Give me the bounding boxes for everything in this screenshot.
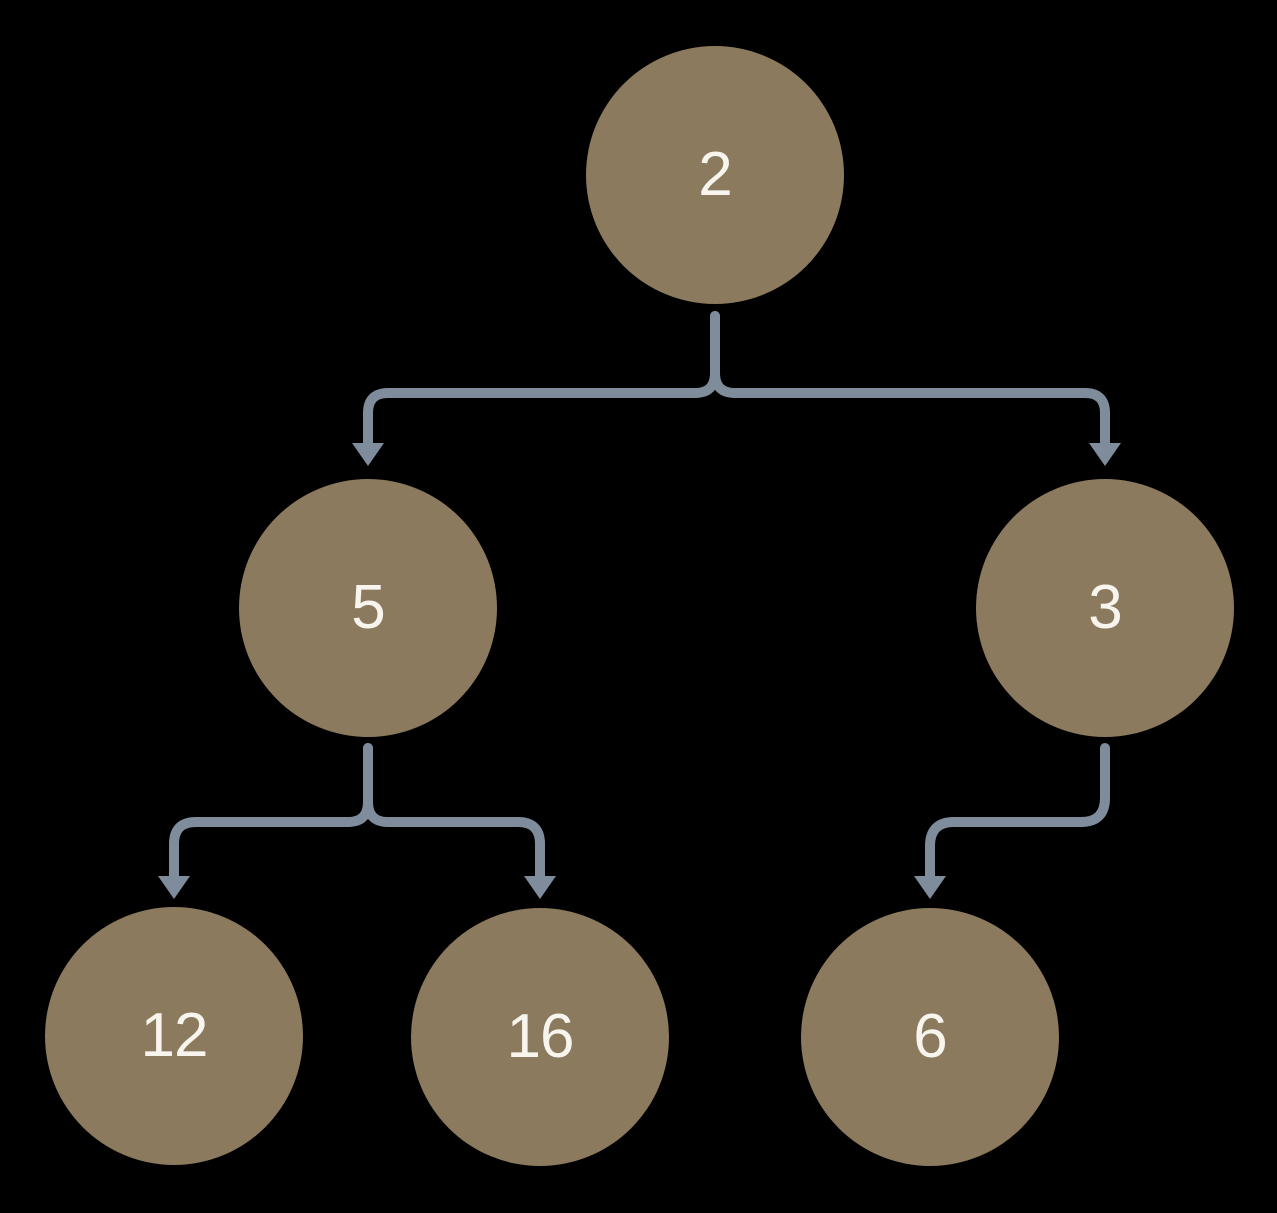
arrowhead-5 xyxy=(352,443,384,466)
tree-node-12: 12 xyxy=(45,907,303,1165)
tree-node-2: 2 xyxy=(586,46,844,304)
edge-3-6 xyxy=(925,743,1110,884)
edge-5-12 xyxy=(169,743,373,884)
arrowhead-3 xyxy=(1089,443,1121,466)
edge-5-16 xyxy=(363,743,545,884)
edge-2-3 xyxy=(710,311,1110,451)
tree-node-5: 5 xyxy=(239,479,497,737)
arrowhead-16 xyxy=(524,876,556,899)
tree-node-16: 16 xyxy=(411,908,669,1166)
arrowhead-6 xyxy=(914,876,946,899)
tree-node-3: 3 xyxy=(976,479,1234,737)
node-label: 5 xyxy=(351,573,385,642)
node-label: 2 xyxy=(698,140,732,209)
arrowhead-12 xyxy=(158,876,190,899)
edge-2-5 xyxy=(363,311,720,451)
node-label: 16 xyxy=(506,1002,575,1071)
tree-node-6: 6 xyxy=(801,908,1059,1166)
node-label: 3 xyxy=(1088,573,1122,642)
node-label: 12 xyxy=(140,1001,209,1070)
node-label: 6 xyxy=(913,1002,947,1071)
